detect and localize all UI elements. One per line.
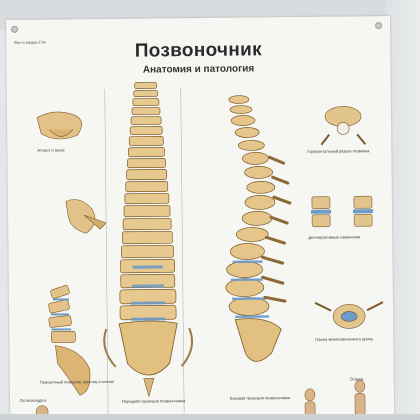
caption-lumbar: Поясничный позвонок, крестец и копчик	[39, 378, 115, 385]
disc-degeneration-figure	[311, 195, 373, 228]
caption-side: Боковая проекция позвоночника	[229, 395, 291, 401]
caption-bottom-right: Осанка	[349, 376, 364, 382]
front-discs	[130, 265, 166, 321]
caption-hernia: Грыжа межпозвоночного диска	[315, 336, 373, 342]
floor-shadow	[0, 414, 420, 420]
spinous-processes	[261, 155, 292, 303]
side-sacrum	[234, 318, 282, 362]
front-spine	[119, 82, 177, 321]
atlas-figure	[36, 111, 82, 140]
anatomy-poster: Вес-и медиа-ГУА Позвоночник Анатомия и п…	[6, 15, 395, 420]
lumbar-figure	[48, 285, 91, 396]
vertebra-crosssection	[320, 106, 367, 146]
caption-vertebra: Горизонтальный разрез позвонка	[307, 148, 370, 154]
caption-front: Передняя проекция позвоночника	[121, 398, 186, 404]
side-discs	[230, 260, 270, 319]
thoracic-figure	[65, 199, 107, 234]
hernia-figure	[314, 301, 384, 329]
caption-bottom-left: Остеохондроз	[19, 397, 47, 403]
sacrum	[118, 320, 178, 376]
caption-atlas: Атлант и аксис	[37, 147, 66, 153]
side-spine	[225, 95, 276, 316]
caption-disc: Дегенеративные изменения	[308, 234, 361, 240]
spine-illustration	[35, 82, 384, 420]
